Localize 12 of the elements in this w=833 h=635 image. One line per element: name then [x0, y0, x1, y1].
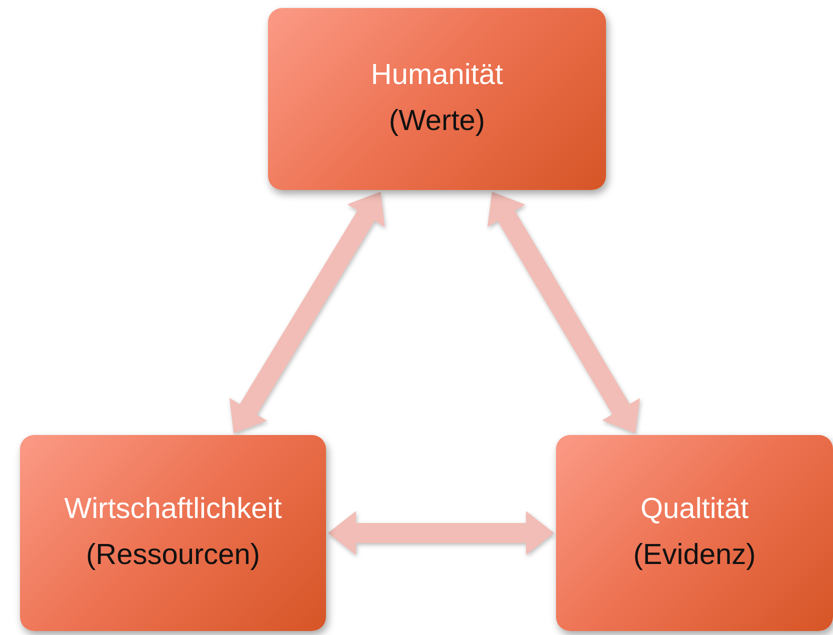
box-title: Humanität [370, 60, 504, 92]
box-subtitle: (Ressourcen) [86, 540, 260, 572]
double-arrow [328, 511, 554, 555]
box-subtitle: (Evidenz) [633, 540, 756, 572]
double-arrow [229, 192, 385, 434]
box-subtitle: (Werte) [388, 106, 486, 138]
box-title: Qualtität [640, 494, 748, 526]
double-arrow [487, 192, 640, 434]
rounded-box [268, 8, 606, 190]
box-title: Wirtschaftlichkeit [64, 494, 282, 526]
rounded-box [556, 435, 833, 631]
rounded-box [20, 435, 326, 631]
